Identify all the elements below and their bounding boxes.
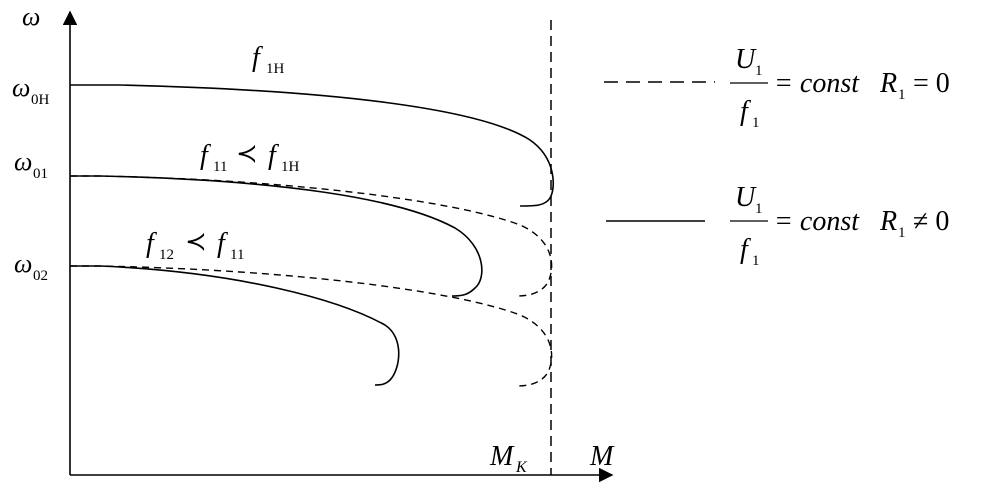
svg-text:1: 1 — [752, 253, 760, 269]
svg-text:0H: 0H — [31, 92, 50, 108]
svg-text:1: 1 — [752, 115, 760, 131]
y-tick-omega-02: ω 02 — [14, 249, 48, 284]
y-tick-omega-01: ω 01 — [14, 147, 48, 182]
svg-text:02: 02 — [33, 268, 48, 284]
curve-mid-dashed — [70, 175, 553, 297]
legend-item-solid: U 1 f 1 = const R 1 ≠ 0 — [606, 182, 949, 269]
svg-text:1: 1 — [898, 87, 906, 103]
svg-text:≠ 0: ≠ 0 — [913, 206, 949, 237]
svg-text:11: 11 — [213, 159, 227, 175]
svg-text:M: M — [489, 441, 515, 472]
svg-text:R: R — [879, 206, 897, 237]
svg-text:f: f — [740, 96, 751, 127]
svg-text:11: 11 — [230, 247, 244, 263]
legend-item-dashed: U 1 f 1 = const R 1 = 0 — [604, 44, 950, 131]
curve-label-top: f 1H — [252, 42, 285, 77]
svg-text:f: f — [146, 228, 157, 259]
svg-text:1: 1 — [898, 225, 906, 241]
svg-text:R: R — [879, 68, 897, 99]
curve-low-dashed — [70, 265, 553, 387]
svg-text:01: 01 — [33, 166, 48, 182]
svg-text:f: f — [268, 140, 279, 171]
svg-text:ω: ω — [14, 249, 32, 278]
svg-text:1: 1 — [755, 63, 763, 79]
svg-text:f: f — [200, 140, 211, 171]
curve-mid-solid — [70, 175, 483, 297]
svg-text:U: U — [735, 44, 757, 75]
svg-text:U: U — [735, 182, 757, 213]
svg-text:f: f — [740, 234, 751, 265]
svg-text:1H: 1H — [266, 61, 285, 77]
svg-text:1: 1 — [755, 201, 763, 217]
svg-text:≺: ≺ — [185, 227, 207, 256]
svg-text:1H: 1H — [281, 159, 300, 175]
curve-label-low: f 12 ≺ f 11 — [146, 227, 244, 263]
svg-text:ω: ω — [14, 147, 32, 176]
svg-text:K: K — [515, 459, 528, 476]
y-tick-omega-0H: ω 0H — [12, 73, 50, 108]
svg-text:= const: = const — [774, 206, 860, 237]
curve-low-solid — [70, 265, 400, 386]
curve-label-mid: f 11 ≺ f 1H — [200, 139, 300, 175]
y-axis-label: ω — [22, 2, 40, 31]
svg-text:f: f — [217, 228, 228, 259]
svg-text:= const: = const — [774, 68, 860, 99]
mk-label: M K — [489, 441, 528, 476]
svg-text:= 0: = 0 — [913, 68, 950, 99]
x-axis-label: M — [589, 441, 615, 472]
svg-text:f: f — [252, 42, 263, 73]
svg-text:ω: ω — [12, 73, 30, 102]
curve-top-solid — [70, 84, 555, 207]
svg-text:≺: ≺ — [236, 139, 258, 168]
svg-text:12: 12 — [159, 247, 174, 263]
